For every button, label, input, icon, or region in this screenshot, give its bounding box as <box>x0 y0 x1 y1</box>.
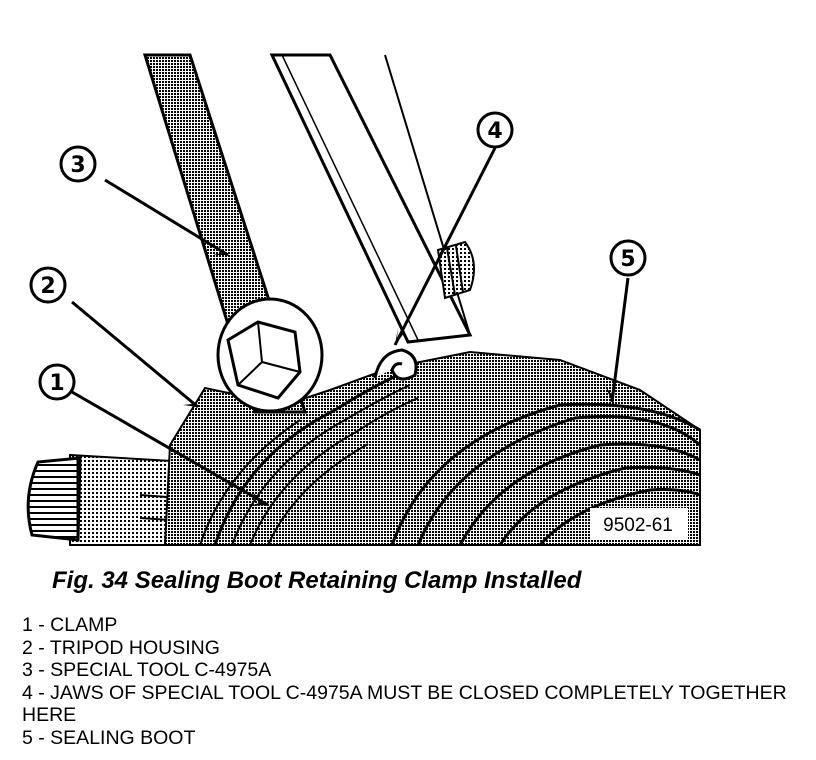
legend-item-jaws: 4 - JAWS OF SPECIAL TOOL C-4975A MUST BE… <box>22 681 787 727</box>
callout-2: 2 <box>29 266 67 304</box>
svg-text:2: 2 <box>40 274 55 299</box>
knurled-knob <box>26 456 82 542</box>
svg-text:5: 5 <box>620 247 635 272</box>
legend-item-tripod-housing: 2 - TRIPOD HOUSING <box>22 636 220 659</box>
legend-list: 1 - CLAMP 2 - TRIPOD HOUSING 3 - SPECIAL… <box>22 614 812 749</box>
sealing-boot <box>390 402 701 546</box>
figure-code: 9502-61 <box>603 515 673 536</box>
figure-caption: Fig. 34 Sealing Boot Retaining Clamp Ins… <box>52 567 582 594</box>
callout-1: 1 <box>38 363 76 401</box>
special-tool-jaw <box>269 53 473 344</box>
svg-text:1: 1 <box>49 371 64 396</box>
threaded-stud <box>436 240 475 300</box>
svg-text:3: 3 <box>70 153 85 178</box>
callout-3: 3 <box>59 145 97 183</box>
figure-code-bg <box>590 508 688 540</box>
legend-item-clamp: 1 - CLAMP <box>22 614 118 636</box>
callout-4: 4 <box>476 111 514 149</box>
legend-item-sealing-boot: 5 - SEALING BOOT <box>22 726 196 749</box>
hex-bolt <box>216 297 324 413</box>
callout-leaders <box>71 147 630 507</box>
callout-arrowheads <box>183 244 614 506</box>
svg-text:4: 4 <box>487 119 502 144</box>
callout-5: 5 <box>609 239 647 277</box>
clamp-ear <box>373 348 418 381</box>
technical-illustration: 1 2 3 4 5 9502-61 <box>26 53 701 546</box>
clamp-band <box>199 370 419 546</box>
legend-item-special-tool: 3 - SPECIAL TOOL C-4975A <box>22 659 272 681</box>
